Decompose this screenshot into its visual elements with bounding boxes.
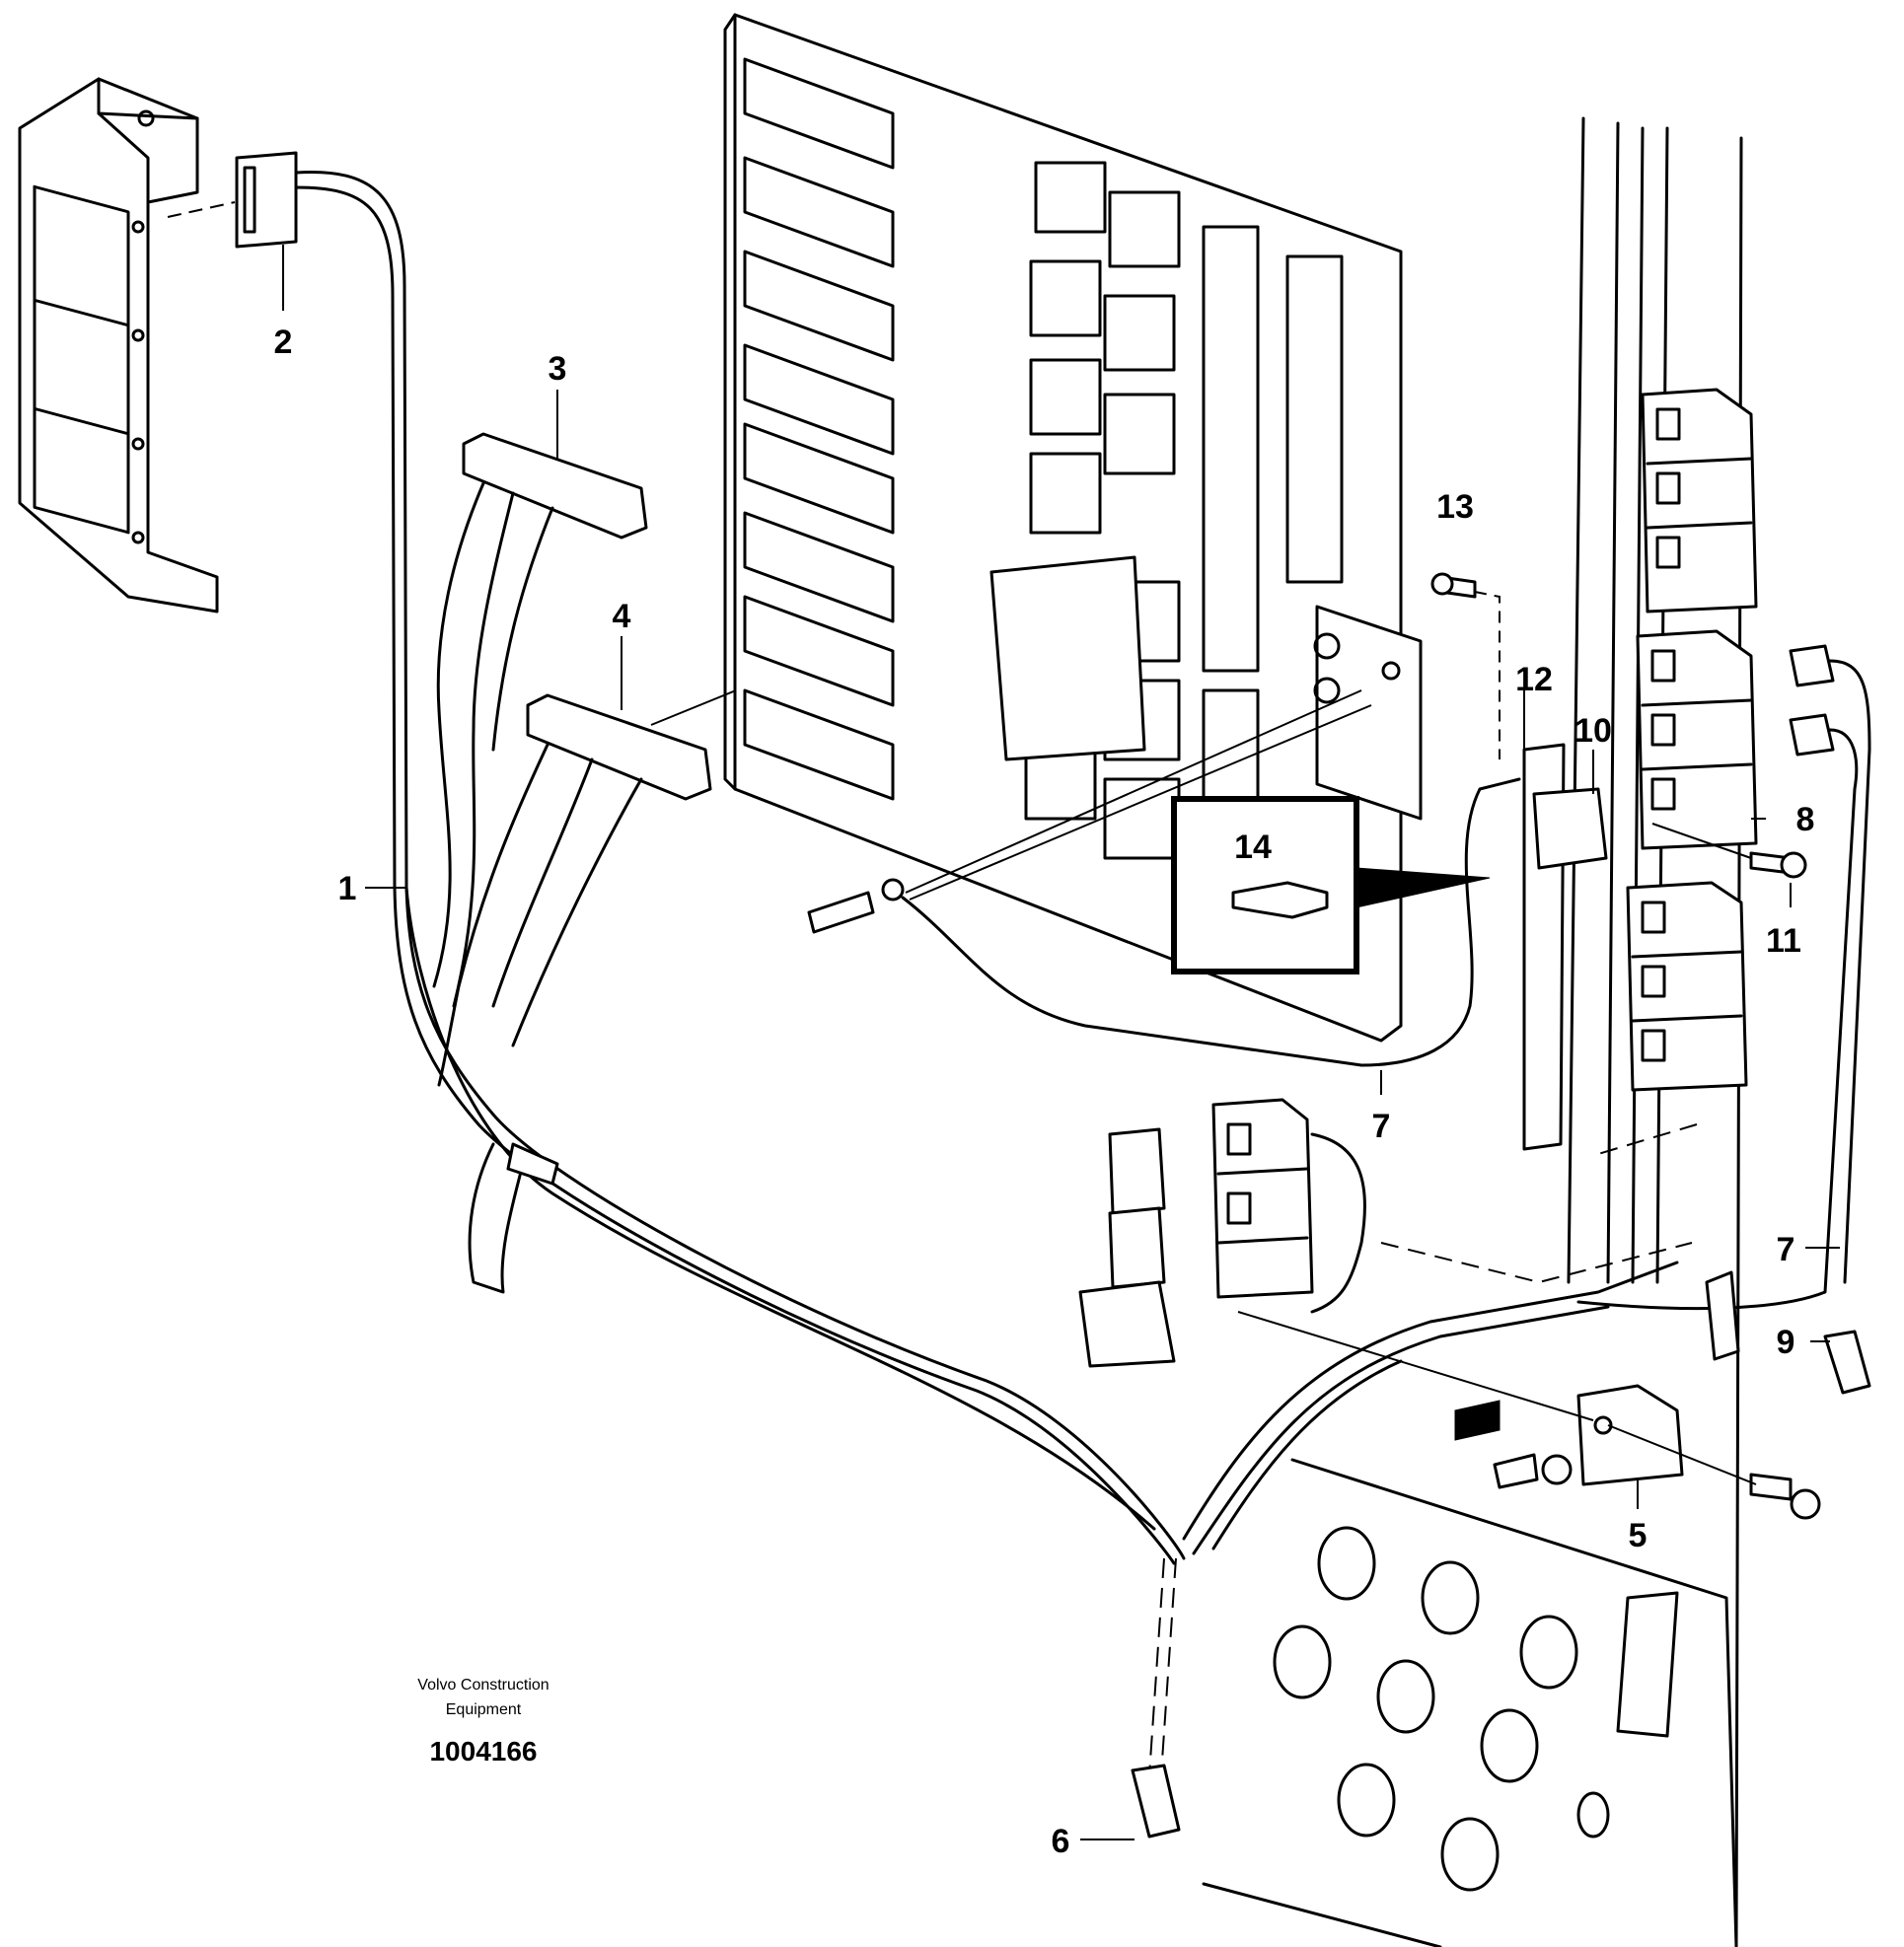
callout-14: 14	[1234, 829, 1272, 866]
callout-7a: 7	[1372, 1108, 1391, 1145]
leader-lines	[282, 245, 1840, 1840]
board-relays	[1024, 161, 1181, 860]
callout-4: 4	[613, 598, 631, 635]
callout-7b: 7	[1777, 1231, 1795, 1268]
right-relay-column-top	[1641, 388, 1758, 613]
lower-relay-cluster	[1078, 1098, 1698, 1368]
brand-line-2: Equipment	[446, 1701, 522, 1718]
drawing-number: 1004166	[429, 1736, 537, 1767]
callout-3: 3	[549, 350, 567, 388]
board-edge-connectors	[743, 57, 895, 801]
callout-1: 1	[338, 870, 357, 907]
brand-block: Volvo Construction Equipment 1004166	[417, 1677, 549, 1767]
ribbon-connector-4	[437, 670, 785, 1087]
right-relay-column-bottom	[1626, 881, 1748, 1092]
ribbon-connector-3	[432, 432, 648, 1008]
screw-11	[1651, 823, 1807, 879]
callout-8: 8	[1796, 801, 1815, 838]
callout-labels: 2 3 4 1 13 12 10 14 8 11 7 7 9 5 6	[274, 324, 1815, 1860]
main-harness	[294, 170, 1679, 1839]
screw-13	[1430, 572, 1501, 759]
connector-9	[1705, 1270, 1871, 1395]
bottom-panel	[1202, 1458, 1738, 1947]
right-relay-column-middle	[1576, 629, 1871, 1311]
board-fuse-blocks	[1202, 225, 1344, 880]
callout-9: 9	[1777, 1324, 1795, 1361]
callout-5: 5	[1629, 1517, 1648, 1554]
callout-6: 6	[1052, 1823, 1070, 1860]
relay-10	[1532, 787, 1608, 870]
callout-13: 13	[1436, 488, 1474, 526]
circuit-board	[723, 13, 1521, 1067]
connector-2	[167, 151, 298, 249]
relay-holder-5	[1237, 1311, 1821, 1520]
callout-10: 10	[1574, 712, 1612, 750]
brand-line-1: Volvo Construction	[417, 1677, 549, 1694]
callout-12: 12	[1515, 661, 1553, 698]
relay-bracket	[18, 77, 219, 613]
callout-2: 2	[274, 324, 293, 361]
detail-inset-14	[1171, 796, 1491, 974]
callout-11: 11	[1766, 922, 1801, 960]
